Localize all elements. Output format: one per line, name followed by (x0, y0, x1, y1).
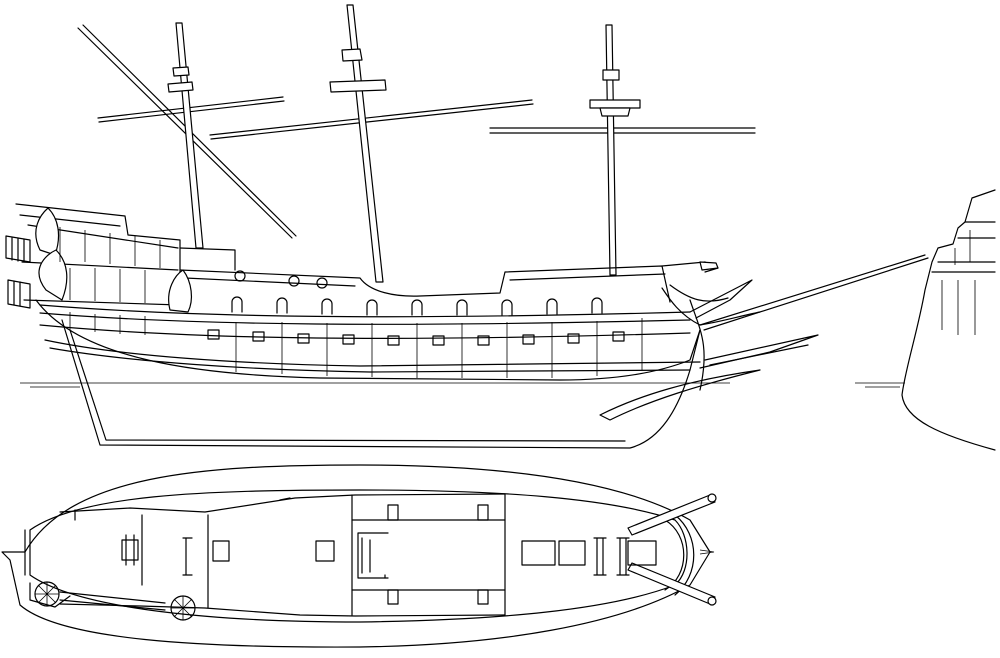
side-elevation-view (5, 4, 929, 449)
gunports (207, 329, 625, 346)
waterline (20, 382, 905, 388)
deck-plan-view (1, 464, 717, 648)
side-hull (5, 203, 929, 449)
hatches (212, 540, 657, 566)
upper-arched-ports (231, 270, 603, 316)
bow-profile-view (901, 189, 996, 451)
masts (167, 4, 641, 283)
